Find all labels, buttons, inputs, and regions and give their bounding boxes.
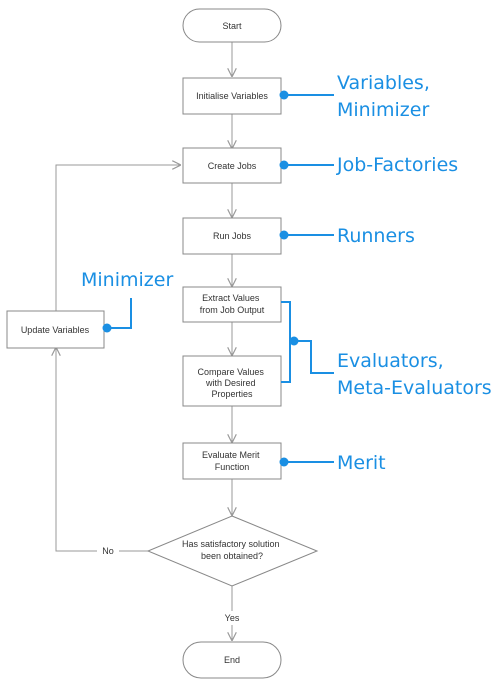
node-compare-values-line-1: Compare Values bbox=[198, 367, 265, 377]
edge-label-yes: Yes bbox=[225, 613, 240, 623]
node-compare-values-label: Compare Values with Desired Properties bbox=[198, 367, 267, 399]
annotation-dot-run bbox=[279, 230, 289, 240]
annotations: Variables, Minimizer Job-Factories Runne… bbox=[81, 72, 492, 474]
node-extract-values-line-1: Extract Values bbox=[202, 293, 260, 303]
annotation-dot-merit bbox=[279, 457, 289, 467]
annotation-dot-evaluators bbox=[289, 336, 299, 346]
annotation-dot-create bbox=[279, 160, 289, 170]
node-run-jobs-label: Run Jobs bbox=[213, 231, 252, 241]
node-extract-values-label: Extract Values from Job Output bbox=[200, 293, 265, 315]
annotation-connectors bbox=[107, 94, 334, 463]
edge-update-to-create bbox=[55, 165, 180, 311]
edge-label-no: No bbox=[102, 546, 114, 556]
annotation-dot-update bbox=[102, 323, 112, 333]
node-update-variables bbox=[6, 310, 105, 349]
node-extract-values bbox=[182, 286, 282, 323]
node-create-jobs-label: Create Jobs bbox=[208, 161, 257, 171]
annotation-dots bbox=[102, 90, 299, 467]
node-initialise-variables bbox=[182, 77, 282, 115]
node-end-label: End bbox=[224, 655, 240, 665]
annotation-variables-line-2: Minimizer bbox=[337, 99, 429, 121]
node-decision-line-1: Has satisfactory solution bbox=[182, 539, 280, 549]
annotation-variables-minimizer: Variables, Minimizer bbox=[337, 72, 436, 121]
node-evaluate-merit-line-2: Function bbox=[215, 462, 250, 472]
annotation-minimizer: Minimizer bbox=[81, 269, 173, 291]
node-decision-label: Has satisfactory solution been obtained? bbox=[182, 539, 282, 561]
annotation-runners: Runners bbox=[337, 225, 415, 247]
edge-decision-no-to-update bbox=[56, 348, 148, 552]
annotation-dot-init bbox=[279, 90, 289, 100]
node-decision bbox=[146, 515, 319, 587]
annotation-evaluators-line-1: Evaluators, bbox=[337, 350, 444, 372]
node-evaluate-merit bbox=[182, 442, 282, 480]
annotation-job-factories: Job-Factories bbox=[336, 154, 458, 176]
node-extract-values-line-2: from Job Output bbox=[200, 305, 265, 315]
node-initialise-variables-label: Initialise Variables bbox=[196, 91, 268, 101]
annotation-evaluators: Evaluators, Meta-Evaluators bbox=[337, 350, 492, 399]
node-compare-values-line-2: with Desired bbox=[205, 378, 256, 388]
annotation-evaluators-line-2: Meta-Evaluators bbox=[337, 377, 492, 399]
node-evaluate-merit-line-1: Evaluate Merit bbox=[202, 450, 260, 460]
annotation-merit: Merit bbox=[337, 452, 386, 474]
node-update-variables-label: Update Variables bbox=[21, 325, 90, 335]
node-compare-values-line-3: Properties bbox=[211, 389, 253, 399]
node-decision-line-2: been obtained? bbox=[201, 551, 263, 561]
node-create-jobs bbox=[182, 147, 282, 184]
annotation-variables-line-1: Variables, bbox=[337, 72, 430, 94]
node-run-jobs bbox=[182, 217, 282, 255]
node-start bbox=[182, 8, 282, 43]
node-end bbox=[182, 641, 282, 679]
nodes: Start Initialise Variables Create Jobs R… bbox=[6, 8, 319, 679]
node-start-label: Start bbox=[222, 21, 242, 31]
node-evaluate-merit-label: Evaluate Merit Function bbox=[202, 450, 262, 472]
